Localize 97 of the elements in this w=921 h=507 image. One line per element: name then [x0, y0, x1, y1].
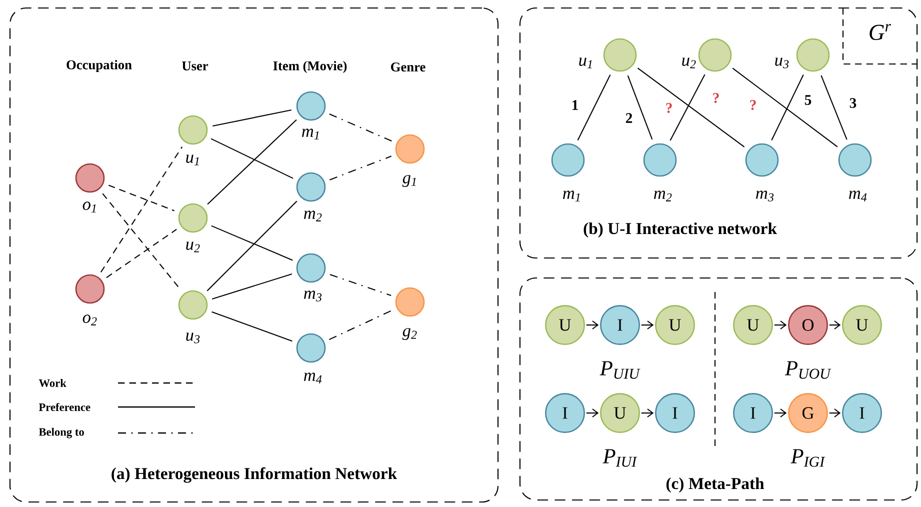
- circle-node: [603, 38, 637, 72]
- connector-line: [328, 310, 392, 340]
- connector-line: [210, 138, 294, 179]
- circle-node: I: [733, 393, 774, 433]
- circle-node: [75, 274, 105, 304]
- column-header: User: [182, 62, 208, 70]
- node-label: g$_{2}$: [402, 328, 417, 340]
- circle-node: [395, 134, 425, 164]
- legend-label: Work: [38, 379, 66, 388]
- node-label: o$_{1}$: [82, 202, 96, 212]
- edge-label: ?: [712, 92, 720, 104]
- node-label: m$_{2}$: [654, 190, 672, 202]
- circle-node: [296, 91, 326, 121]
- column-header: Occupation: [66, 60, 132, 72]
- connector-line: [732, 68, 838, 148]
- circle-node: [643, 143, 677, 177]
- circle-node: [395, 287, 425, 317]
- connector-line: [206, 200, 298, 292]
- circle-node: [698, 38, 732, 72]
- edge-label: 3: [848, 97, 858, 109]
- node-label: m$_{1}$: [563, 190, 580, 202]
- circle-node: [75, 163, 105, 193]
- arrow: [774, 320, 787, 330]
- circle-node: I: [545, 393, 585, 433]
- node-label: u$_{3}$: [775, 58, 789, 68]
- circle-node: [551, 143, 585, 177]
- arrow: [829, 408, 841, 418]
- node-label: o$_{2}$: [82, 314, 97, 326]
- node-label: m$_{2}$: [304, 210, 322, 222]
- connector-line: [106, 228, 177, 278]
- arrow: [829, 320, 841, 330]
- arrow: [586, 408, 599, 418]
- node-label: m$_{3}$: [756, 190, 774, 202]
- column-header: Item (Movie): [273, 60, 347, 74]
- path-label: P$_{UIU}$: [600, 361, 640, 379]
- edge-label: 2: [624, 112, 634, 124]
- circle-node: [178, 203, 208, 233]
- edge-label: ?: [748, 99, 758, 111]
- connector-line: [637, 68, 745, 148]
- node-label: m$_{3}$: [304, 290, 322, 302]
- edge-label: ?: [664, 102, 674, 114]
- arrow: [641, 408, 654, 418]
- connector-line: [211, 225, 293, 261]
- connector-line: [212, 109, 292, 127]
- connector-line: [212, 311, 292, 342]
- node-label: u$_{3}$: [186, 332, 200, 344]
- legend-label: Preference: [38, 402, 90, 412]
- circle-node: [178, 115, 208, 145]
- connector-line: [771, 74, 804, 140]
- circle-node: [296, 333, 326, 363]
- connector-line: [670, 74, 706, 141]
- circle-node: [796, 38, 830, 72]
- circle-node: [178, 290, 208, 320]
- connector-line: [212, 273, 292, 300]
- path-label: P$_{IUI}$: [602, 449, 638, 467]
- circle-node: U: [842, 305, 882, 345]
- legend-label: Belong to: [38, 428, 84, 438]
- circle-node: G: [788, 393, 828, 433]
- column-header: Genre: [391, 62, 426, 72]
- connector-line: [577, 74, 611, 141]
- path-label: P$_{IGI}$: [790, 449, 826, 467]
- circle-node: [745, 143, 779, 177]
- circle-node: O: [788, 305, 828, 345]
- connector-line: [102, 193, 181, 290]
- circle-node: [296, 172, 326, 202]
- circle-node: U: [733, 305, 774, 345]
- connector-line: [330, 274, 392, 296]
- connector-line: [329, 113, 392, 142]
- circle-node: U: [655, 305, 696, 345]
- circle-node: U: [600, 393, 640, 433]
- node-label: g$_{1}$: [402, 175, 416, 187]
- connector-line: [108, 184, 175, 212]
- arrow: [774, 408, 787, 418]
- circle-node: [838, 143, 872, 177]
- circle-node: I: [655, 393, 696, 433]
- node-label: u$_{2}$: [186, 242, 200, 252]
- node-label: u$_{1}$: [579, 58, 592, 68]
- circle-node: I: [600, 305, 640, 345]
- edge-label: 5: [804, 94, 812, 106]
- connector-line: [820, 75, 848, 140]
- edge-label: 1: [570, 100, 580, 110]
- path-label: P$_{UOU}$: [784, 361, 832, 379]
- connector-line: [100, 146, 183, 272]
- node-label: m$_{4}$: [304, 372, 322, 384]
- node-label: u$_{1}$: [186, 154, 199, 166]
- connector-line: [207, 119, 297, 205]
- connector-line: [627, 75, 653, 140]
- circle-node: [296, 253, 326, 283]
- corner-tag: G$^{r}$: [842, 8, 917, 65]
- node-label: m$_{1}$: [302, 128, 319, 140]
- connector-line: [329, 156, 392, 180]
- arrow: [641, 320, 654, 330]
- circle-node: U: [545, 305, 585, 345]
- arrow: [586, 320, 599, 330]
- node-label: u$_{2}$: [682, 58, 696, 68]
- circle-node: I: [842, 393, 882, 433]
- node-label: m$_{4}$: [849, 190, 867, 202]
